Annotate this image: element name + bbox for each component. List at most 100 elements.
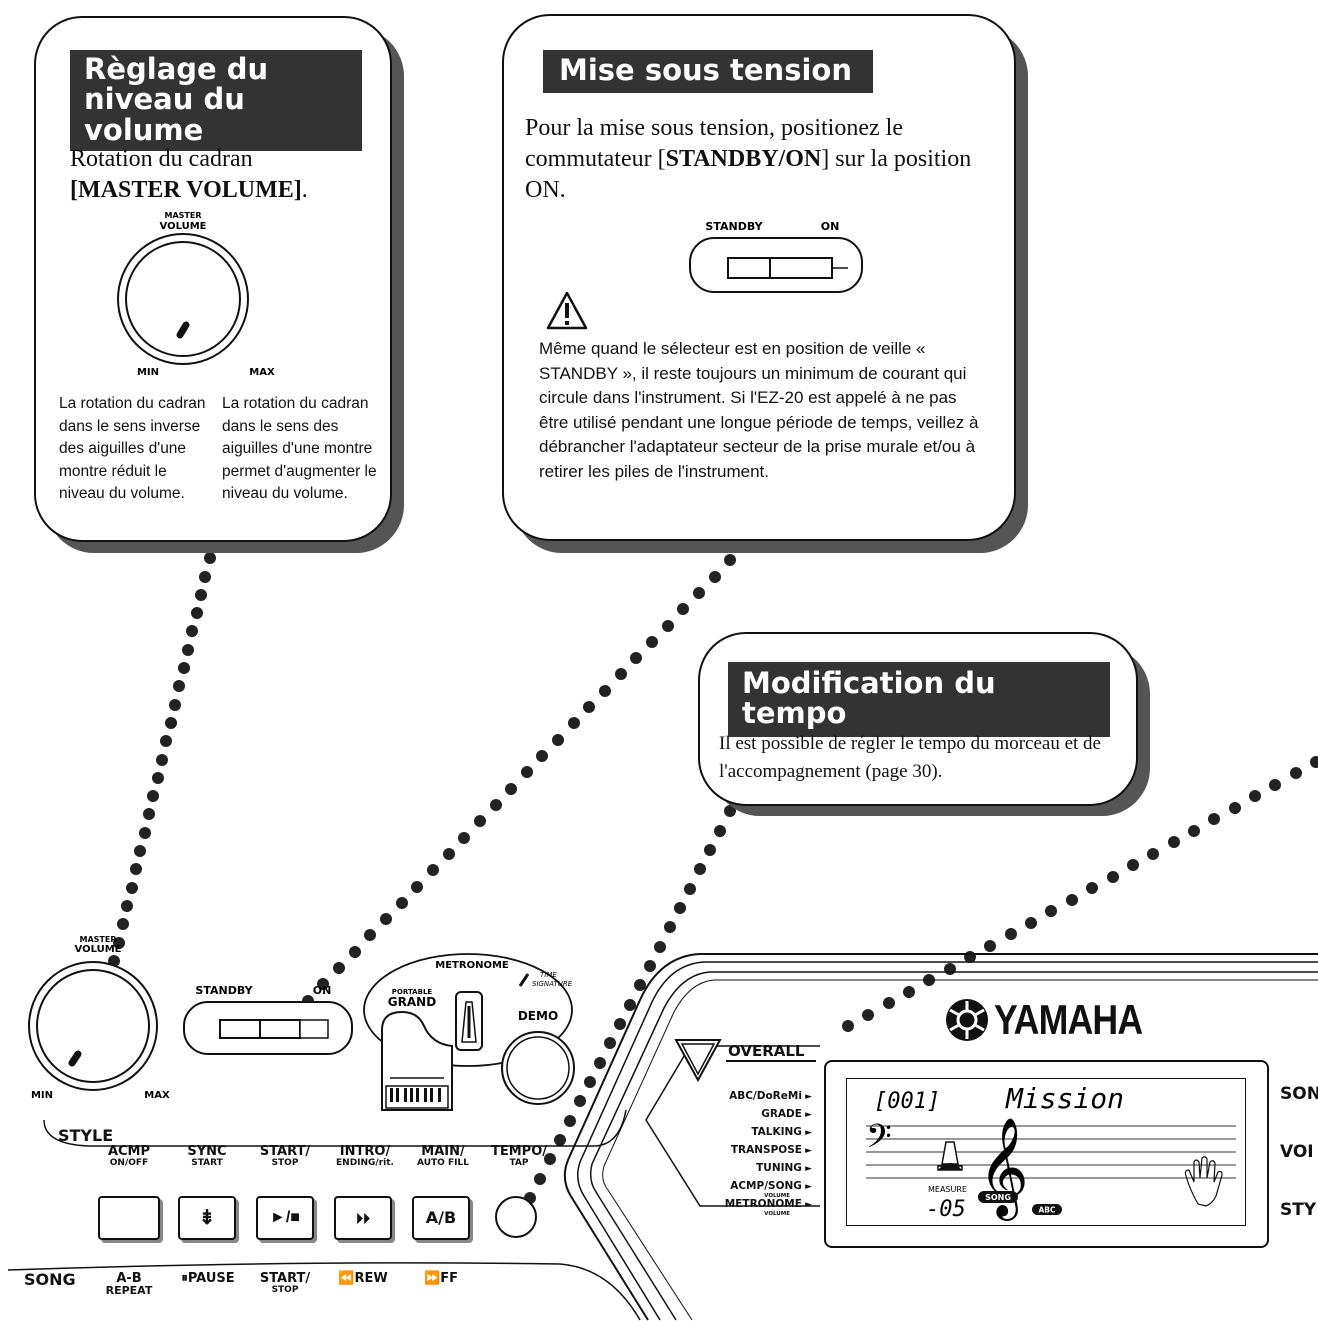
overall-menu-label: ACMP/SONG xyxy=(730,1180,802,1192)
leader-dot xyxy=(1004,928,1017,941)
leader-dot xyxy=(156,753,168,766)
acmp-button[interactable] xyxy=(98,1196,160,1240)
label-rew: ⏪REW xyxy=(338,1271,388,1286)
menu-arrow-icon: ► xyxy=(801,1146,812,1156)
demo-label: DEMO xyxy=(518,1009,558,1023)
leader-dot xyxy=(364,929,377,942)
leader-dot xyxy=(1086,882,1099,895)
tempo-callout: Modification du tempo Il est possible de… xyxy=(698,632,1138,806)
leader-dot xyxy=(630,652,643,665)
grand-label: GRAND xyxy=(388,995,436,1009)
leader-dot xyxy=(544,1153,556,1166)
power-callout-title: Mise sous tension xyxy=(543,50,873,94)
bass-clef-icon: 𝄢 xyxy=(866,1118,892,1164)
leader-dot xyxy=(842,1020,854,1032)
right-label-voice: VOI xyxy=(1280,1142,1314,1162)
leader-dot xyxy=(574,1095,586,1108)
overall-menu-item[interactable]: TRANSPOSE ► xyxy=(680,1144,812,1157)
overall-menu-label: TALKING xyxy=(751,1126,802,1138)
leader-dot xyxy=(594,1056,606,1069)
leader-dot xyxy=(724,554,737,567)
grand-piano-button[interactable] xyxy=(381,1010,453,1111)
leader-dot xyxy=(654,940,666,953)
right-label-song: SON xyxy=(1280,1084,1318,1104)
leader-dot xyxy=(534,1172,546,1185)
overall-menu-item[interactable]: ABC/DoReMi ► xyxy=(680,1090,812,1103)
leader-dot xyxy=(164,716,177,729)
menu-arrow-icon: ► xyxy=(801,1200,812,1210)
leader-dot xyxy=(567,717,580,730)
volume-left-note: La rotation du cadran dans le sens inver… xyxy=(59,395,206,502)
menu-arrow-icon: ► xyxy=(801,1182,812,1192)
panel-volume-label-bottom: VOLUME xyxy=(75,944,122,955)
overall-menu-item[interactable]: ACMP/SONG ►VOLUME xyxy=(680,1180,812,1199)
label-tempo-tap: TEMPO/TAP xyxy=(490,1144,547,1168)
master-volume-dial-diagram: MASTER VOLUME MIN MAX xyxy=(117,211,275,378)
volume-callout: Règlage du niveau du volume Rotation du … xyxy=(34,16,392,542)
power-callout-text: Pour la mise sous tension, positionez le… xyxy=(525,115,972,203)
leader-dot xyxy=(195,588,207,601)
leader-dot xyxy=(1228,801,1241,814)
label-song-start-stop: START/STOP xyxy=(259,1271,311,1295)
leader-dot xyxy=(505,782,518,795)
leader-dot xyxy=(1208,813,1221,826)
dial-max: MAX xyxy=(249,367,275,378)
leader-dot xyxy=(348,945,361,958)
panel-master-volume-dial[interactable]: MASTER VOLUME MIN MAX xyxy=(20,930,200,1105)
overall-button[interactable] xyxy=(668,1036,728,1086)
metronome-icon[interactable] xyxy=(455,991,483,1051)
start-stop-button[interactable]: ►/■ xyxy=(256,1196,314,1240)
overall-menu-item[interactable]: METRONOME ►VOLUME xyxy=(680,1198,812,1217)
overall-menu-label: METRONOME xyxy=(724,1198,802,1210)
leader-dot xyxy=(134,845,147,858)
power-warning-text: Même quand le sélecteur est en position … xyxy=(539,339,979,481)
leader-dot xyxy=(379,913,392,926)
warning-triangle-icon xyxy=(546,291,588,330)
leader-dot xyxy=(473,815,486,828)
leader-dot xyxy=(564,1114,576,1127)
yamaha-logo: YAMAHA xyxy=(944,996,1169,1044)
menu-arrow-icon: ► xyxy=(801,1164,812,1174)
leader-dot xyxy=(332,962,345,975)
leader-dot xyxy=(426,864,439,877)
leader-dot xyxy=(646,635,659,648)
song-section-label: SONG xyxy=(24,1270,76,1289)
panel-volume-max: MAX xyxy=(144,1090,170,1101)
leader-dot xyxy=(1126,859,1139,872)
leader-dot xyxy=(442,847,455,860)
leader-dot xyxy=(395,896,408,909)
tempo-tap-button[interactable] xyxy=(495,1196,537,1238)
leader-dot xyxy=(708,570,721,583)
portable-label: PORTABLE xyxy=(392,988,433,996)
label-ff: ⏩FF xyxy=(424,1271,458,1286)
leader-dot xyxy=(1289,767,1302,780)
leader-dot xyxy=(182,643,194,656)
leader-dot xyxy=(634,979,646,992)
leader-dot xyxy=(614,1018,626,1030)
overall-menu-label: ABC/DoReMi xyxy=(729,1090,802,1102)
overall-menu-item[interactable]: GRADE ► xyxy=(680,1108,812,1121)
leader-dot xyxy=(604,1037,616,1050)
leader-dot xyxy=(583,701,596,714)
sync-start-button[interactable]: ⇟ xyxy=(178,1196,236,1240)
leader-dot xyxy=(177,662,190,675)
leader-dot xyxy=(862,1008,875,1021)
leader-dot xyxy=(151,771,164,784)
leader-dot xyxy=(173,680,186,693)
main-autofill-button[interactable]: A/B xyxy=(412,1196,470,1240)
leader-dot xyxy=(143,808,155,821)
leader-dot xyxy=(536,750,549,763)
menu-arrow-icon: ► xyxy=(801,1128,812,1138)
overall-menu-item[interactable]: TUNING ► xyxy=(680,1162,812,1175)
metronome-portable-grand-cluster: METRONOME TIME SIGNATURE PORTABLE GRAND … xyxy=(363,953,575,1111)
leader-dot xyxy=(112,936,125,949)
panel-standby-switch[interactable]: STANDBY ON xyxy=(178,980,358,1060)
leader-dot xyxy=(984,939,997,952)
intro-ending-button[interactable]: ⏵⏵ xyxy=(334,1196,392,1240)
leader-dot xyxy=(125,881,138,894)
right-label-style: STY xyxy=(1280,1200,1317,1220)
demo-button[interactable] xyxy=(506,1036,570,1100)
overall-menu-item[interactable]: TALKING ► xyxy=(680,1126,812,1139)
panel-volume-min: MIN xyxy=(31,1090,53,1101)
